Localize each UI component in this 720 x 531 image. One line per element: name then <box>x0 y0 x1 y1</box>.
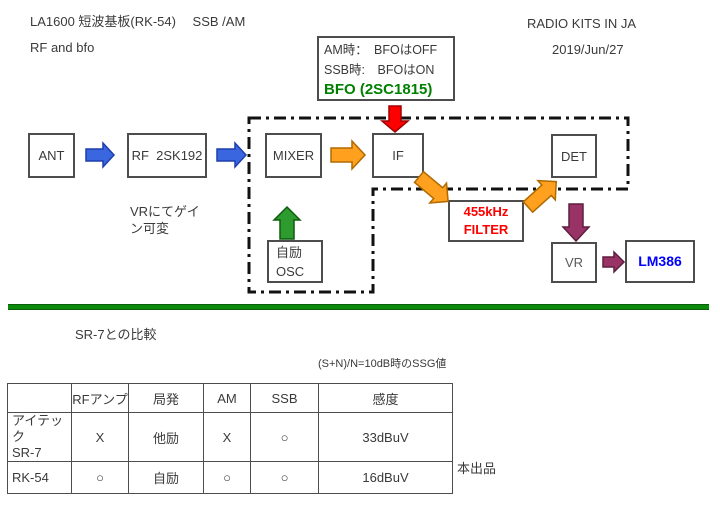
block-lm386-label: LM386 <box>638 253 682 269</box>
bfo-title: BFO (2SC1815) <box>324 81 433 98</box>
block-rf: RF 2SK192 <box>127 133 207 178</box>
block-mixer: MIXER <box>265 133 322 178</box>
block-filter: 455kHz FILTER <box>448 200 524 242</box>
cell-sr7-am: X <box>203 412 251 462</box>
block-ant-label: ANT <box>38 148 65 163</box>
block-if-label: IF <box>392 148 404 163</box>
cell-rk54-sensitivity: 16dBuV <box>318 461 453 494</box>
cell-rk54-ssb: ○ <box>250 461 319 494</box>
block-mixer-label: MIXER <box>272 148 315 163</box>
table-row: RK-54 ○ 自励 ○ ○ 16dBuV <box>7 461 453 494</box>
block-ant: ANT <box>28 133 75 178</box>
cell-rk54-name: RK-54 <box>7 461 72 494</box>
cell-sr7-rf-amp: X <box>71 412 129 462</box>
arrow-filter-to-det-icon <box>522 179 558 214</box>
page-subtitle: RF and bfo <box>30 40 95 55</box>
block-filter-label: 455kHz FILTER <box>463 204 509 237</box>
comparison-table: RFアンプ 局発 AM SSB 感度 アイテック SR-7 X 他励 X ○ 3… <box>7 383 453 494</box>
header-cell-sensitivity: 感度 <box>318 383 453 413</box>
cell-rk54-osc: 自励 <box>128 461 204 494</box>
header-cell-local-osc: 局発 <box>128 383 204 413</box>
block-det: DET <box>551 134 597 178</box>
page-title: LA1600 短波基板(RK-54) SSB /AM <box>30 14 246 29</box>
block-vr: VR <box>551 242 597 283</box>
bfo-note-box: AM時： BFOはOFF SSB時: BFOはON BFO (2SC1815) <box>317 36 455 101</box>
date-text: 2019/Jun/27 <box>552 42 624 57</box>
bfo-ssb-line: SSB時: BFOはON <box>324 63 435 77</box>
comparison-title: SR-7との比較 <box>75 327 157 342</box>
header-cell-rf-amp: RFアンプ <box>71 383 129 413</box>
header-cell-name <box>7 383 72 413</box>
cell-sr7-sensitivity: 33dBuV <box>318 412 453 462</box>
side-label: 本出品 <box>457 461 497 476</box>
arrow-det-to-vr-icon <box>561 203 591 243</box>
block-lm386: LM386 <box>625 240 695 283</box>
arrow-ant-to-rf-icon <box>85 141 116 169</box>
ssg-note: (S+N)/N=10dB時のSSG値 <box>318 358 447 370</box>
block-osc-label: 自励 OSC <box>276 244 305 279</box>
cell-rk54-am: ○ <box>203 461 251 494</box>
arrow-vr-to-lm386-icon <box>602 250 626 274</box>
header-cell-am: AM <box>203 383 251 413</box>
block-rf-label: RF 2SK192 <box>131 148 203 163</box>
vr-gain-note: VRにてゲイ ン可変 <box>130 204 200 236</box>
block-vr-label: VR <box>564 255 584 270</box>
arrow-mixer-to-if-icon <box>330 139 367 171</box>
section-divider <box>8 304 709 310</box>
cell-rk54-rf-amp: ○ <box>71 461 129 494</box>
cell-sr7-name: アイテック SR-7 <box>7 412 72 462</box>
header-cell-ssb: SSB <box>250 383 319 413</box>
table-header-row: RFアンプ 局発 AM SSB 感度 <box>7 383 453 413</box>
arrow-osc-to-mixer-icon <box>272 205 302 240</box>
arrow-rf-to-mixer-icon <box>216 141 248 169</box>
arrow-bfo-to-if-icon <box>379 105 411 133</box>
brand-text: RADIO KITS IN JA <box>527 16 637 31</box>
table-row: アイテック SR-7 X 他励 X ○ 33dBuV <box>7 412 453 462</box>
cell-sr7-ssb: ○ <box>250 412 319 462</box>
block-if: IF <box>372 133 424 178</box>
cell-sr7-osc: 他励 <box>128 412 204 462</box>
bfo-am-line: AM時： BFOはOFF <box>324 43 438 57</box>
block-osc: 自励 OSC <box>267 240 323 283</box>
block-det-label: DET <box>561 148 587 164</box>
